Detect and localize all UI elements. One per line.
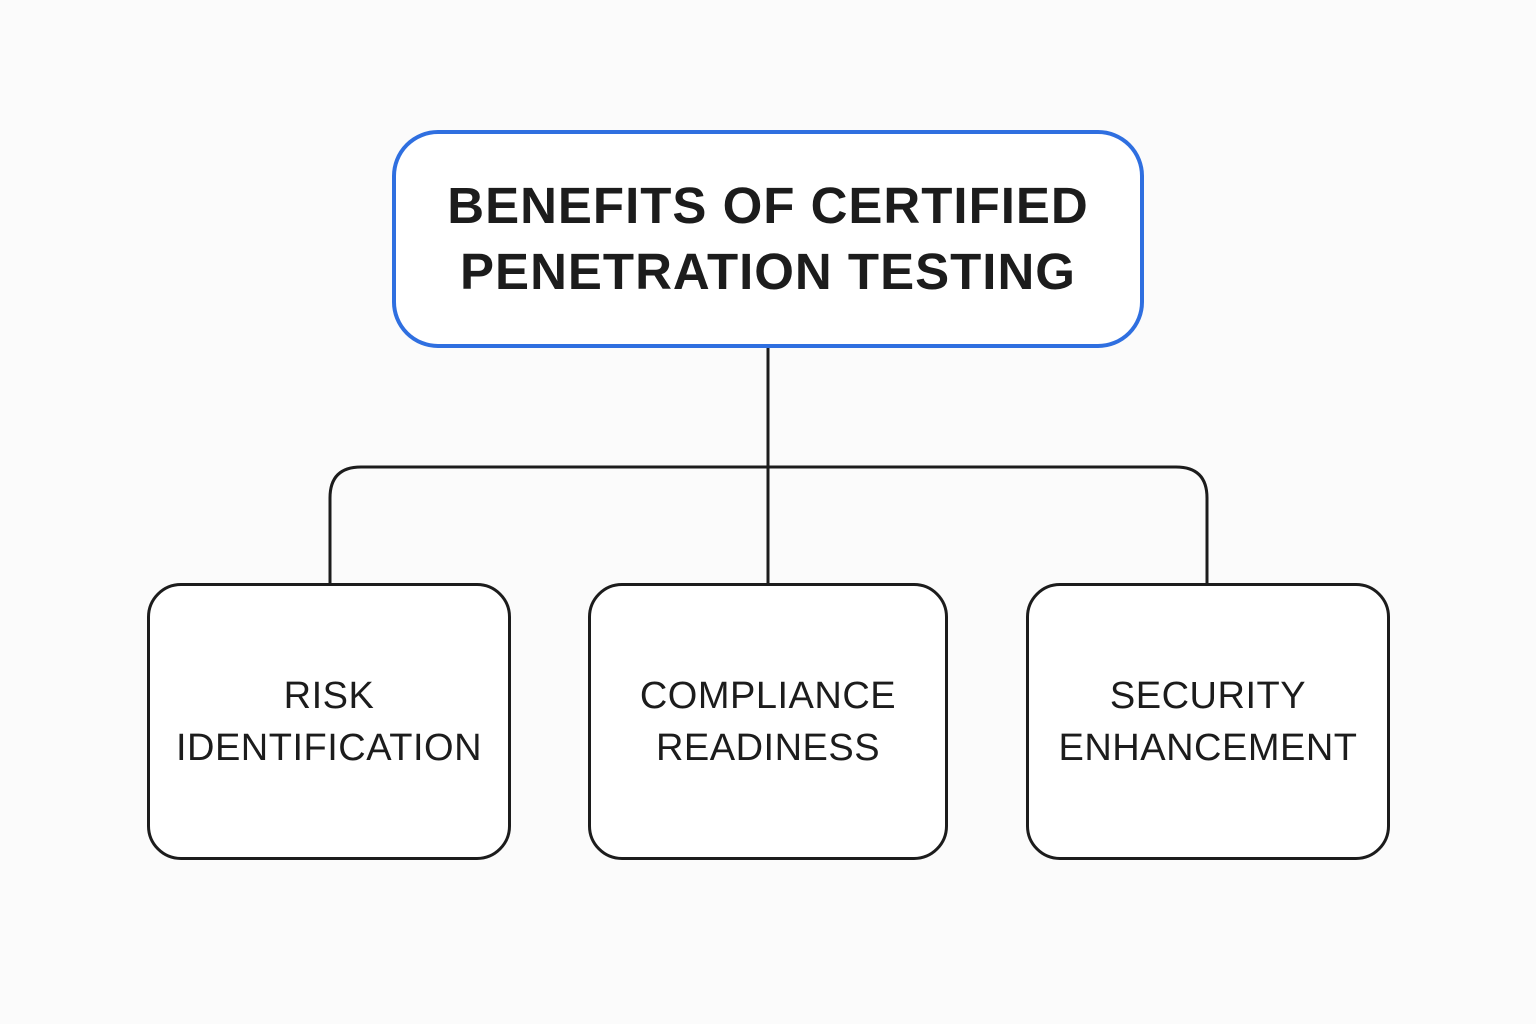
root-node-label: BENEFITS OF CERTIFIED PENETRATION TESTIN…	[447, 177, 1089, 300]
child-node-compliance-readiness: COMPLIANCE READINESS	[588, 583, 948, 860]
child-node-risk-identification: RISK IDENTIFICATION	[147, 583, 511, 860]
child-node-label: COMPLIANCE READINESS	[639, 674, 897, 769]
connector-branch	[328, 465, 1209, 583]
child-node-label: SECURITY ENHANCEMENT	[1058, 674, 1358, 769]
child-node-security-enhancement: SECURITY ENHANCEMENT	[1026, 583, 1390, 860]
root-node: BENEFITS OF CERTIFIED PENETRATION TESTIN…	[392, 130, 1144, 348]
child-node-label: RISK IDENTIFICATION	[175, 674, 483, 769]
